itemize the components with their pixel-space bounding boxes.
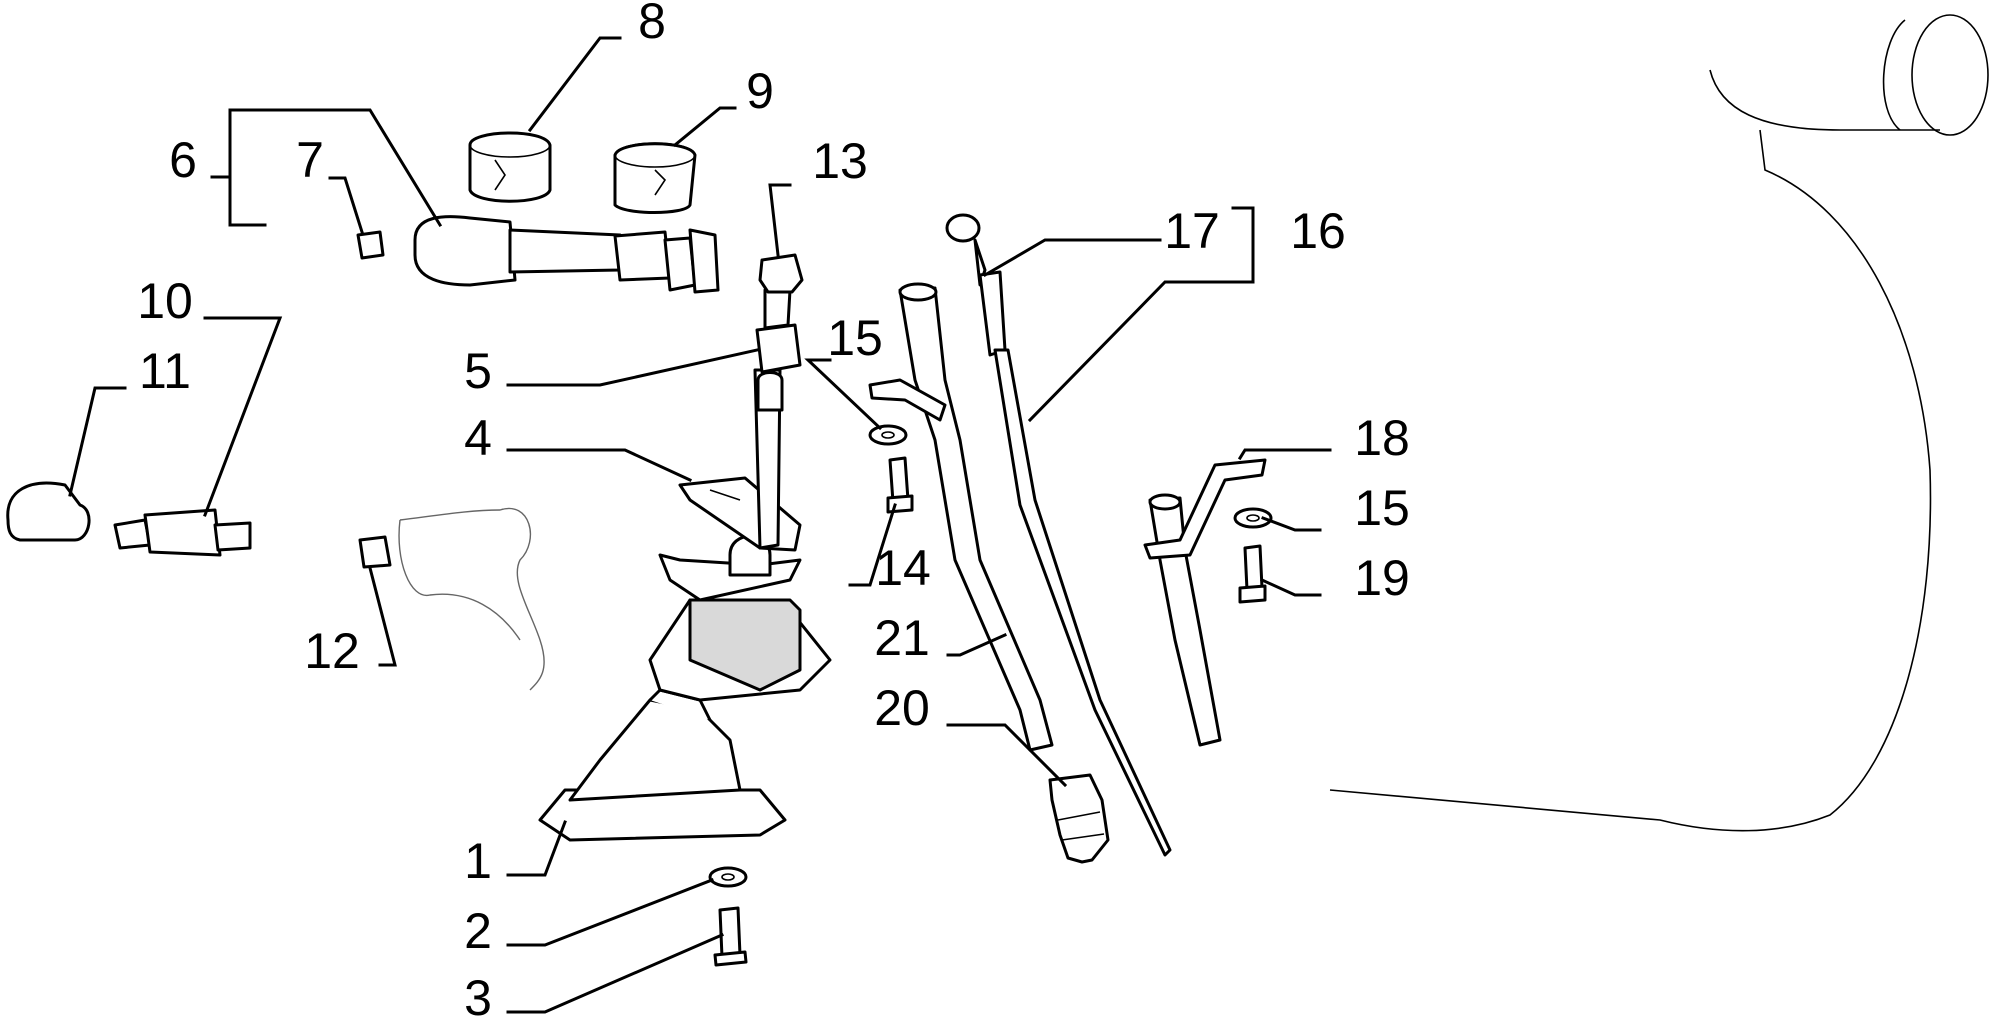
callout-17: 17 bbox=[1164, 203, 1220, 259]
callout-5: 5 bbox=[464, 343, 492, 399]
callout-14: 14 bbox=[875, 540, 931, 596]
shaft-assembly bbox=[413, 215, 720, 294]
callout-15a: 15 bbox=[827, 310, 883, 366]
callout-18: 18 bbox=[1354, 410, 1410, 466]
washer-2 bbox=[708, 866, 748, 888]
tube-bracket bbox=[1143, 458, 1267, 747]
washer-15b bbox=[1233, 507, 1273, 529]
callout-13: 13 bbox=[812, 133, 868, 189]
bolt-3 bbox=[713, 906, 748, 967]
callout-1: 1 bbox=[464, 833, 492, 889]
callout-11: 11 bbox=[139, 343, 191, 399]
callout-8: 8 bbox=[638, 0, 666, 49]
bearing-8 bbox=[468, 131, 552, 203]
sender-cap bbox=[6, 481, 91, 542]
oil-pump-body bbox=[538, 534, 832, 842]
grommet bbox=[1048, 773, 1110, 864]
callout-6: 6 bbox=[169, 132, 197, 188]
leader-lines bbox=[68, 36, 1332, 1014]
callout-19: 19 bbox=[1354, 550, 1410, 606]
callout-labels: 1 2 3 4 5 6 7 8 9 10 11 12 13 14 15 15 1… bbox=[137, 0, 1410, 1017]
engine-block-outline bbox=[398, 14, 1989, 832]
callout-20: 20 bbox=[874, 680, 930, 736]
callout-10: 10 bbox=[137, 273, 193, 329]
dipstick-tube bbox=[868, 282, 1054, 752]
callout-4: 4 bbox=[464, 410, 492, 466]
callout-2: 2 bbox=[464, 903, 492, 959]
callout-7: 7 bbox=[296, 132, 324, 188]
bearing-9 bbox=[613, 142, 697, 214]
washer-15a bbox=[868, 424, 908, 446]
callout-9: 9 bbox=[746, 63, 774, 119]
callout-15b: 15 bbox=[1354, 480, 1410, 536]
dipstick bbox=[945, 213, 1172, 857]
sender-unit bbox=[113, 508, 252, 557]
callout-16: 16 bbox=[1290, 203, 1346, 259]
bolt-19 bbox=[1238, 544, 1267, 604]
callout-21: 21 bbox=[874, 610, 930, 666]
bolt-14 bbox=[886, 456, 914, 514]
callout-3: 3 bbox=[464, 970, 492, 1017]
drive-shaft bbox=[753, 253, 804, 550]
callout-12: 12 bbox=[304, 623, 360, 679]
plug bbox=[358, 535, 392, 569]
small-bushing bbox=[356, 230, 385, 260]
